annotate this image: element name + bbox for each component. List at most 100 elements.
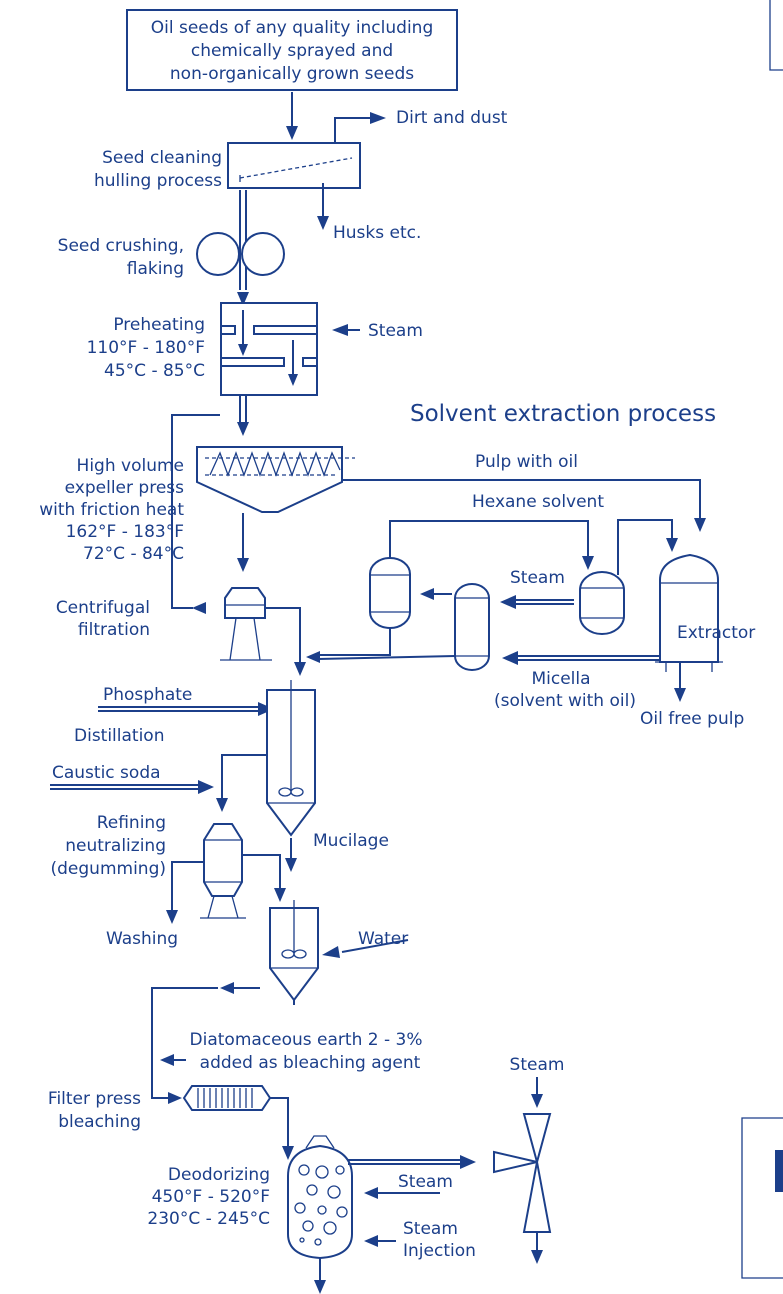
mucilage-label: Mucilage	[313, 831, 389, 851]
flow-line-filter-to-deodorizer	[270, 1097, 289, 1148]
arrow-left-icon	[306, 651, 320, 663]
arrow-left-icon	[160, 1054, 174, 1066]
expeller-screw	[209, 451, 341, 477]
arrow-down-icon	[286, 126, 298, 140]
flow-line-hexane	[389, 520, 589, 568]
preheat-tray	[220, 325, 236, 335]
refining-leg	[207, 895, 215, 919]
refining-unit	[203, 823, 243, 897]
arrow-down-icon	[285, 858, 297, 872]
flow-line-refine-to-tank	[242, 854, 281, 890]
filter-label-2: bleaching	[58, 1112, 141, 1132]
expeller-press	[196, 446, 343, 513]
centrifuge-body	[224, 587, 266, 619]
husks-label: Husks etc.	[333, 223, 421, 243]
micella-label-1: Micella	[531, 669, 590, 689]
ejector-lower	[522, 1161, 552, 1233]
preheating-label-3: 45°C - 85°C	[104, 361, 205, 381]
clipped-frame-top	[769, 0, 783, 71]
arrow-down-icon	[274, 888, 286, 902]
arrow-left-icon	[500, 595, 516, 609]
arrow-down-icon	[238, 344, 248, 356]
refining-label-1: Refining	[97, 813, 166, 833]
flow-line-washing	[171, 861, 204, 912]
arrow-right-icon	[198, 780, 214, 794]
deodorizing-steam-label: Steam	[398, 1172, 453, 1192]
arrow-down-icon	[314, 1280, 326, 1294]
solvent-vessel-a	[369, 557, 411, 629]
arrow-down-icon	[237, 292, 249, 306]
arrow-down-icon	[288, 374, 298, 386]
arrow-left-icon	[192, 602, 206, 614]
crushing-roller-right	[241, 232, 285, 276]
arrow-down-icon	[694, 518, 706, 532]
refining-label-3: (degumming)	[51, 859, 167, 879]
arrow-down-icon	[666, 538, 678, 552]
filter-press	[182, 1085, 272, 1111]
flow-line-dirt	[334, 117, 372, 143]
cleaning-label-2: hulling process	[94, 171, 222, 191]
flow-line-centrifugal-out	[265, 607, 301, 664]
refining-label-2: neutralizing	[65, 836, 166, 856]
clipped-badge	[775, 1150, 783, 1192]
input-seeds-line1: Oil seeds of any quality including	[151, 18, 433, 38]
flow-line-water	[341, 939, 409, 953]
tank-stirrer-blade	[290, 787, 304, 797]
arrow-down-icon	[237, 422, 249, 436]
deodorizer-top	[305, 1135, 335, 1149]
bleach-label-2: added as bleaching agent	[200, 1053, 421, 1073]
filter-label-1: Filter press	[48, 1089, 141, 1109]
oil-free-pulp-label: Oil free pulp	[640, 709, 744, 729]
input-seeds-line3: non-organically grown seeds	[170, 64, 414, 84]
preheat-tray	[302, 357, 318, 367]
arrow-down-icon	[294, 662, 306, 676]
tank-stirrer-blade	[293, 949, 307, 959]
arrow-down-icon	[166, 910, 178, 924]
arrow-down-icon	[216, 798, 228, 812]
cleaning-label-1: Seed cleaning	[102, 148, 222, 168]
water-label: Water	[358, 929, 408, 949]
arrow-left-icon	[364, 1187, 378, 1199]
arrow-down-icon	[674, 688, 686, 702]
deodorizer-bubbles	[294, 1164, 348, 1246]
arrow-left-icon	[322, 946, 340, 958]
preheat-tray	[253, 325, 318, 335]
hexane-solvent-label: Hexane solvent	[472, 492, 604, 512]
ejector-inlet	[493, 1150, 538, 1174]
arrow-down-icon	[317, 216, 329, 230]
flow-line-recovered-oil-2	[317, 655, 456, 660]
extractor-vessel	[659, 553, 719, 663]
clipped-frame-bottom	[741, 1117, 783, 1279]
pulp-with-oil-label: Pulp with oil	[475, 452, 578, 472]
distillation-label: Distillation	[74, 726, 165, 746]
steam-injection-label-2: Injection	[403, 1241, 476, 1261]
caustic-soda-label: Caustic soda	[52, 763, 161, 783]
arrow-down-icon	[582, 556, 594, 570]
expeller-label-4: 162°F - 183°F	[66, 522, 184, 542]
solvent-extraction-title: Solvent extraction process	[410, 401, 716, 427]
centrifugal-label-2: filtration	[78, 620, 150, 640]
arrow-right-icon	[168, 1092, 182, 1104]
arrow-left-icon	[220, 982, 234, 994]
dirt-and-dust-label: Dirt and dust	[396, 108, 508, 128]
crushing-label-2: flaking	[127, 259, 184, 279]
steam-injection-label-1: Steam	[403, 1219, 458, 1239]
cleaning-screen	[239, 157, 353, 179]
deodorizer-vessel	[287, 1144, 353, 1260]
filter-plates	[197, 1088, 253, 1108]
phosphate-label: Phosphate	[103, 685, 192, 705]
centrifuge-leg	[229, 617, 237, 661]
flow-line-recovered-oil	[318, 628, 391, 656]
deodorizing-label-2: 450°F - 520°F	[152, 1187, 270, 1207]
arrow-left-icon	[332, 324, 348, 336]
solvent-vessel-b	[454, 583, 490, 671]
arrow-left-icon	[420, 588, 434, 600]
arrow-left-icon	[364, 1235, 378, 1247]
flow-line-return-loop	[171, 414, 220, 609]
solvent-vessel-c	[579, 571, 625, 635]
flow-line-to-filter	[151, 987, 218, 1099]
deodorizing-label-3: 230°C - 245°C	[147, 1209, 270, 1229]
crushing-label-1: Seed crushing,	[58, 236, 184, 256]
flow-line-recycle	[617, 519, 673, 575]
